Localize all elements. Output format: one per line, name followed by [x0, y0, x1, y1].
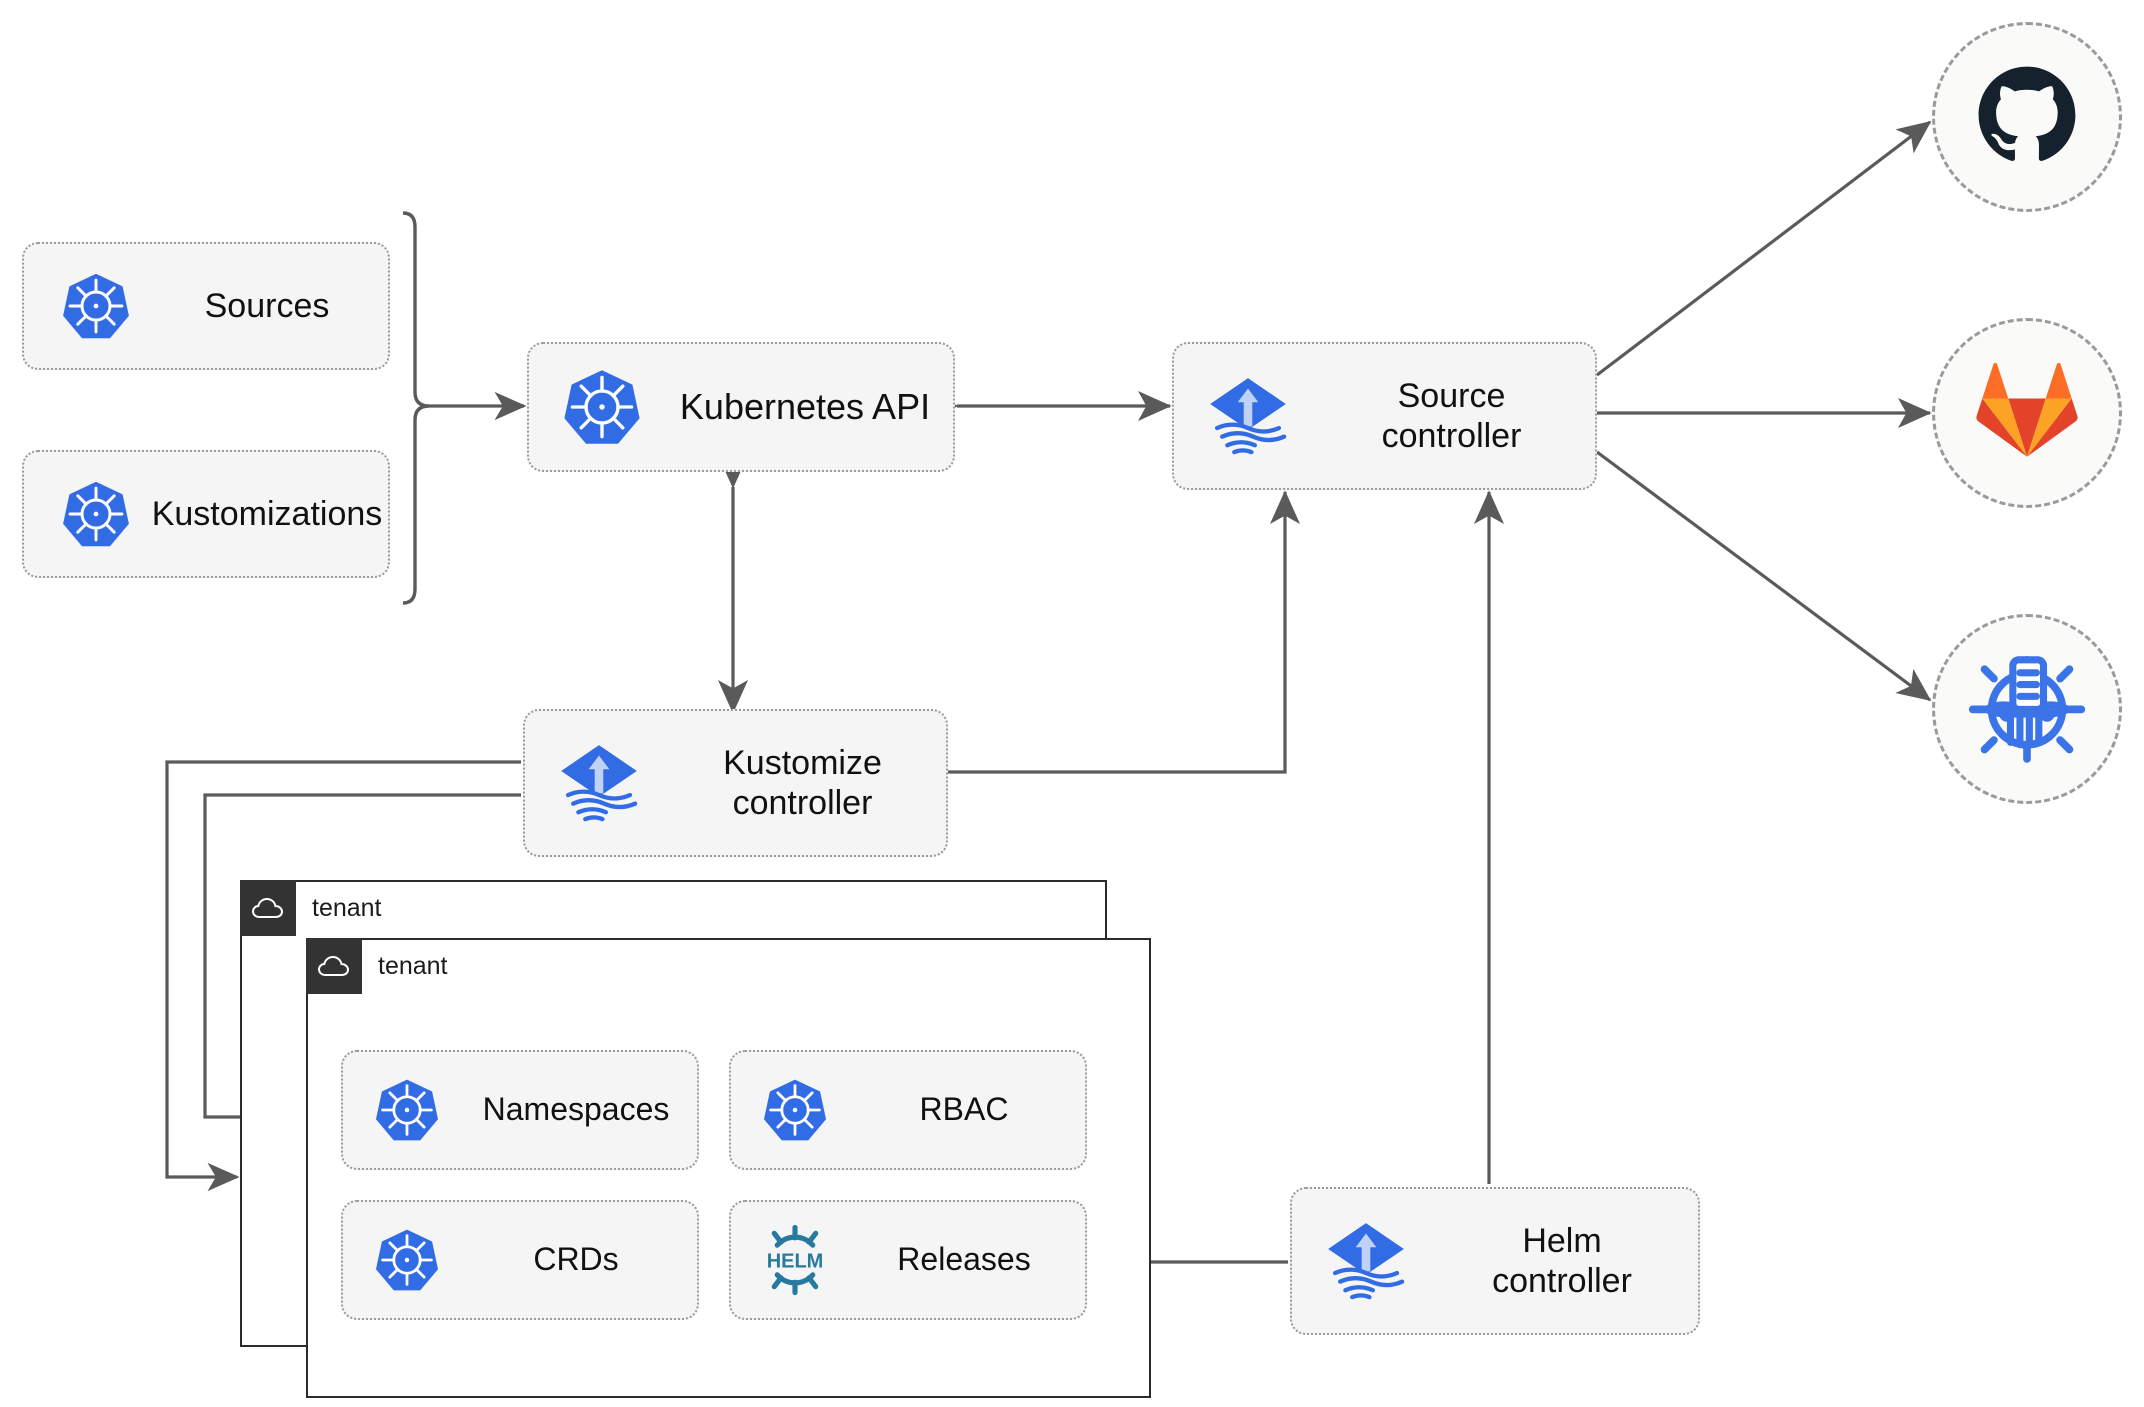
card-crds-label: CRDs [533, 1241, 619, 1278]
provider-helm-repository[interactable] [1932, 614, 2122, 804]
helm-icon: HELM [747, 1223, 843, 1297]
tenant-outer-titlebar: tenant [240, 880, 382, 936]
cloud-icon [306, 938, 362, 994]
card-namespaces[interactable]: Namespaces [341, 1050, 699, 1170]
tenant-inner-titlebar: tenant [306, 938, 448, 994]
flux-icon [539, 740, 659, 826]
card-kustomizations-label: Kustomizations [151, 494, 383, 533]
gitlab-icon [1975, 361, 2079, 466]
flux-icon [1306, 1218, 1426, 1304]
kubernetes-icon [46, 271, 146, 341]
github-icon [1972, 60, 2082, 175]
node-kubernetes-api-label: Kubernetes API [679, 385, 931, 427]
card-kustomizations[interactable]: Kustomizations [22, 450, 390, 578]
kubernetes-icon [747, 1077, 843, 1143]
kubernetes-icon [359, 1227, 455, 1293]
node-kustomize-controller-label: Kustomize controller [723, 743, 882, 822]
card-sources[interactable]: Sources [22, 242, 390, 370]
card-crds[interactable]: CRDs [341, 1200, 699, 1320]
card-namespaces-label: Namespaces [482, 1091, 670, 1128]
node-source-controller[interactable]: Source controller [1172, 342, 1597, 490]
flux-icon [1188, 373, 1308, 459]
card-releases[interactable]: HELM Releases [729, 1200, 1087, 1320]
provider-gitlab[interactable] [1932, 318, 2122, 508]
card-rbac-label: RBAC [919, 1091, 1009, 1128]
cloud-icon [240, 880, 296, 936]
tenant-outer-label: tenant [312, 893, 382, 922]
node-helm-controller-label: Helm controller [1492, 1221, 1632, 1300]
node-kubernetes-api[interactable]: Kubernetes API [527, 342, 955, 472]
node-source-controller-label: Source controller [1381, 376, 1522, 455]
kubernetes-icon [547, 367, 657, 447]
kubernetes-icon [359, 1077, 455, 1143]
card-rbac[interactable]: RBAC [729, 1050, 1087, 1170]
svg-text:HELM: HELM [767, 1250, 824, 1272]
kubernetes-icon [46, 479, 146, 549]
node-kustomize-controller[interactable]: Kustomize controller [523, 709, 948, 857]
tenant-inner: tenant Namespaces [306, 938, 1151, 1398]
node-helm-controller[interactable]: Helm controller [1290, 1187, 1700, 1335]
provider-github[interactable] [1932, 22, 2122, 212]
helm-repository-icon [1968, 648, 2086, 771]
tenant-inner-label: tenant [378, 951, 448, 980]
card-sources-label: Sources [204, 286, 330, 325]
card-releases-label: Releases [897, 1241, 1031, 1278]
